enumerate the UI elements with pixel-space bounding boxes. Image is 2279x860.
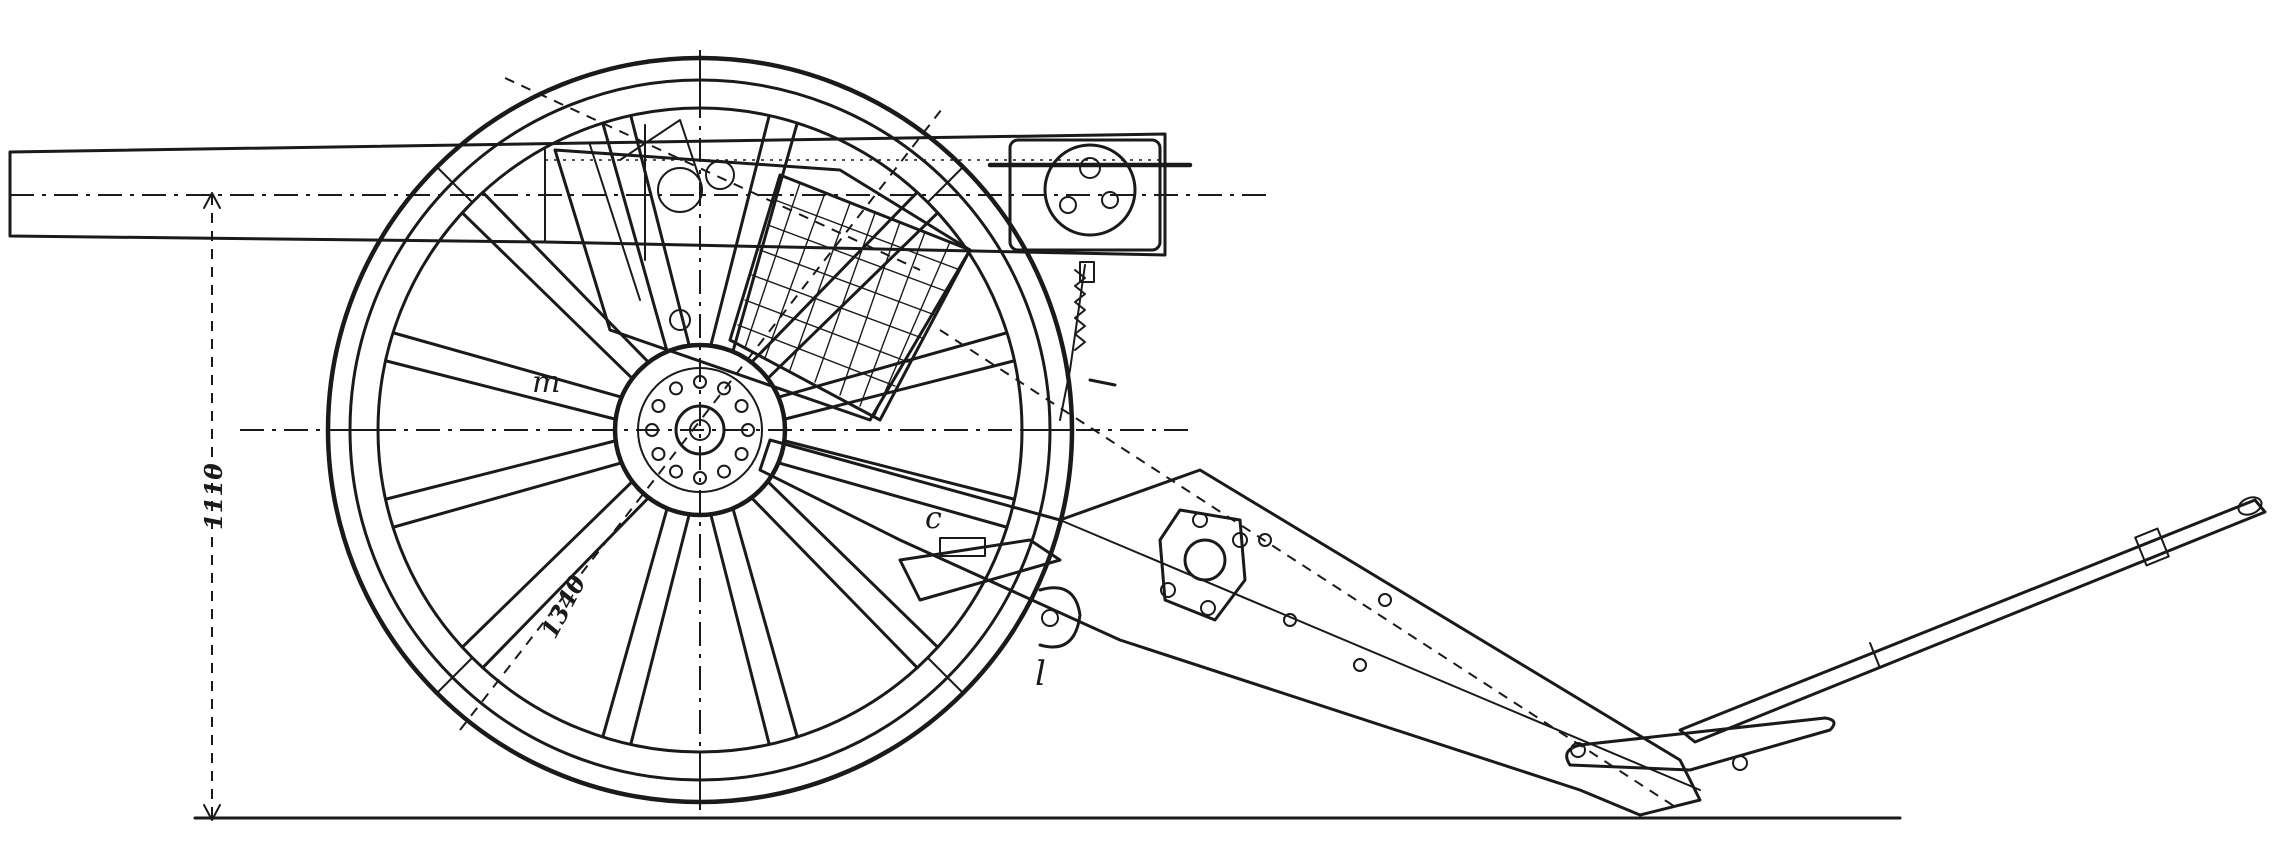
carriage-wheel — [240, 50, 1190, 810]
wheel-spoke — [391, 331, 624, 399]
gun-barrel — [8, 132, 1270, 257]
trail-handle — [1565, 716, 1836, 772]
wheel-spoke — [776, 331, 1009, 399]
hub-bolt — [651, 447, 666, 461]
wheel-spoke — [766, 479, 940, 649]
wheel-spoke — [731, 506, 799, 739]
wheel-spoke — [709, 114, 771, 348]
wheel-spoke — [481, 496, 651, 670]
breech-mechanism — [987, 138, 1193, 252]
wheel-spoke — [601, 121, 669, 354]
mesh-basket — [728, 173, 972, 422]
wheel-spoke — [776, 461, 1009, 529]
hook-l — [1038, 586, 1082, 649]
wheel-spoke — [460, 211, 634, 381]
hub-bolt — [717, 464, 731, 479]
hub-bolt — [717, 381, 731, 396]
hub-bolt — [734, 447, 749, 461]
wheel-spoke — [629, 114, 691, 348]
hub-bolt — [734, 399, 749, 413]
dim-height-label: 1110 — [199, 463, 228, 530]
lever-c — [898, 537, 1062, 602]
part-label-c: c — [925, 501, 942, 536]
hub-bolt — [693, 471, 707, 485]
hub-bolt — [669, 464, 683, 479]
wheel-spoke — [629, 512, 691, 746]
wheel-spoke — [782, 359, 1016, 421]
hub-bolt — [669, 381, 683, 396]
height-dimension: 1110 — [199, 192, 228, 821]
wheel-spoke — [782, 439, 1016, 501]
wheel-spoke — [766, 211, 940, 381]
wheel-spoke — [460, 479, 634, 649]
wheel-spoke — [601, 506, 669, 739]
hub-bolt — [651, 399, 666, 413]
wheel-spoke — [749, 190, 919, 364]
wheel-spoke — [391, 461, 624, 529]
wheel-spoke — [749, 496, 919, 670]
wheel-spoke — [384, 439, 618, 501]
elevation-spring — [1059, 261, 1117, 421]
wheel-spoke — [731, 121, 799, 354]
wheel-spoke — [384, 359, 618, 421]
wheel-spoke — [709, 512, 771, 746]
trail-bracket — [1158, 508, 1248, 622]
wheel-spoke — [481, 190, 651, 364]
part-label-m: m — [532, 365, 560, 400]
limber-pole — [1678, 496, 2267, 744]
part-label-l: l — [1035, 654, 1046, 694]
